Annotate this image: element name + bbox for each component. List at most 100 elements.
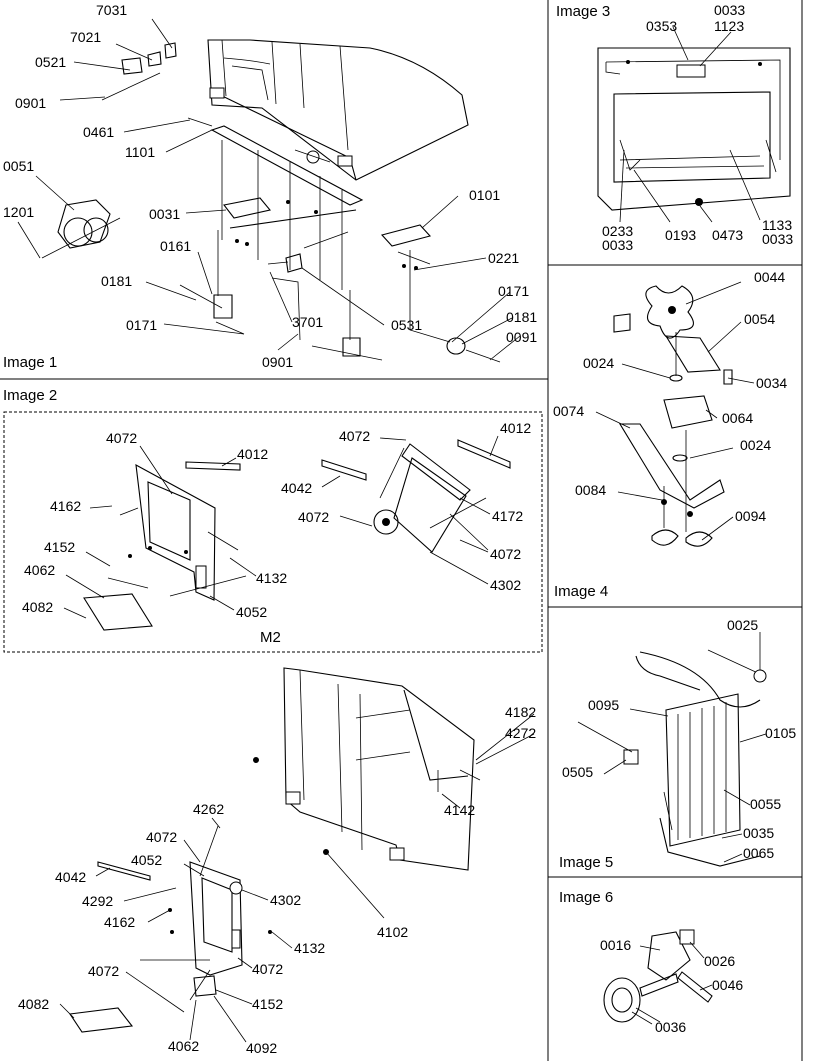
- callout-0193: 0193: [665, 227, 696, 243]
- callout-4262: 4262: [193, 801, 224, 817]
- callout-4062-m2: 4062: [24, 562, 55, 578]
- callout-0094: 0094: [735, 508, 766, 524]
- callout-0181: 0181: [101, 273, 132, 289]
- image-6-drawing: [603, 929, 713, 1023]
- callout-4302-lower: 4302: [270, 892, 301, 908]
- callout-4272: 4272: [505, 725, 536, 741]
- callout-0901-bottom: 0901: [262, 354, 293, 370]
- callout-1123: 1123: [714, 18, 744, 34]
- panel-title-image-2: Image 2: [3, 387, 57, 404]
- callout-leaders: [17, 18, 767, 1043]
- callout-4072-f: 4072: [252, 961, 283, 977]
- callout-0095: 0095: [588, 697, 619, 713]
- callout-1101: 1101: [125, 144, 155, 160]
- callout-0473: 0473: [712, 227, 743, 243]
- callout-4152-m2: 4152: [44, 539, 75, 555]
- callout-0171: 0171: [126, 317, 157, 333]
- callout-4172: 4172: [492, 508, 523, 524]
- callout-0025: 0025: [727, 617, 758, 633]
- panel-title-image-6: Image 6: [559, 889, 613, 906]
- callout-4162-lower: 4162: [104, 914, 135, 930]
- panel-title-image-1: Image 1: [3, 354, 57, 371]
- callout-0221: 0221: [488, 250, 519, 266]
- callout-0033-top: 0033: [714, 2, 745, 18]
- callout-3701: 3701: [292, 314, 323, 330]
- callout-4052-lower: 4052: [131, 852, 162, 868]
- callout-0044: 0044: [754, 269, 785, 285]
- callout-0054: 0054: [744, 311, 775, 327]
- callout-labels: 7031 7021 0521 0901 0461 1101 0051 1201 …: [3, 2, 796, 1056]
- callout-4052-m2: 4052: [236, 604, 267, 620]
- callout-0521: 0521: [35, 54, 66, 70]
- callout-0034: 0034: [756, 375, 787, 391]
- callout-0161: 0161: [160, 238, 191, 254]
- callout-4182: 4182: [505, 704, 536, 720]
- image-1-drawing: [41, 39, 501, 363]
- callout-4072-b: 4072: [339, 428, 370, 444]
- callout-0035: 0035: [743, 825, 774, 841]
- image-2-drawing: [83, 439, 511, 631]
- callout-1201: 1201: [3, 204, 34, 220]
- callout-4072-c: 4072: [298, 509, 329, 525]
- callout-0091: 0091: [506, 329, 537, 345]
- image-4-drawing: [613, 285, 733, 547]
- callout-0065: 0065: [743, 845, 774, 861]
- callout-4162-m2: 4162: [50, 498, 81, 514]
- callout-0036: 0036: [655, 1019, 686, 1035]
- callout-0055: 0055: [750, 796, 781, 812]
- callout-4152-lower: 4152: [252, 996, 283, 1012]
- callout-4142: 4142: [444, 802, 475, 818]
- callout-4042-lower: 4042: [55, 869, 86, 885]
- callout-0033-right: 0033: [762, 231, 793, 247]
- callout-0181-right: 0181: [506, 309, 537, 325]
- callout-0901: 0901: [15, 95, 46, 111]
- callout-0033-left: 0033: [602, 237, 633, 253]
- callout-0031: 0031: [149, 206, 180, 222]
- callout-0101: 0101: [469, 187, 500, 203]
- image-3-drawing-right: [597, 47, 791, 211]
- callout-0064: 0064: [722, 410, 753, 426]
- callout-0105: 0105: [765, 725, 796, 741]
- callout-0026: 0026: [704, 953, 735, 969]
- callout-4132-lower: 4132: [294, 940, 325, 956]
- callout-0016: 0016: [600, 937, 631, 953]
- callout-4072-d: 4072: [490, 546, 521, 562]
- callout-0074: 0074: [553, 403, 584, 419]
- image-5-drawing: [577, 649, 767, 867]
- callout-0531: 0531: [391, 317, 422, 333]
- callout-7021: 7021: [70, 29, 101, 45]
- callout-4012-a: 4012: [237, 446, 268, 462]
- callout-4042-m2: 4042: [281, 480, 312, 496]
- panel-title-image-4: Image 4: [554, 583, 608, 600]
- group-label-m2: M2: [260, 629, 281, 646]
- callout-4012-b: 4012: [500, 420, 531, 436]
- callout-7031: 7031: [96, 2, 127, 18]
- panel-title-image-5: Image 5: [559, 854, 613, 871]
- callout-4102: 4102: [377, 924, 408, 940]
- callout-4062-lower: 4062: [168, 1038, 199, 1054]
- callout-4132-m2: 4132: [256, 570, 287, 586]
- callout-4072-g: 4072: [88, 963, 119, 979]
- panel-title-image-3: Image 3: [556, 3, 610, 20]
- callout-4072-a: 4072: [106, 430, 137, 446]
- callout-4072-e: 4072: [146, 829, 177, 845]
- callout-0051: 0051: [3, 158, 34, 174]
- callout-4082-m2: 4082: [22, 599, 53, 615]
- callout-0024-lower: 0024: [740, 437, 771, 453]
- callout-0461: 0461: [83, 124, 114, 140]
- callout-4302-m2: 4302: [490, 577, 521, 593]
- callout-0046: 0046: [712, 977, 743, 993]
- callout-1133: 1133: [762, 217, 792, 233]
- callout-4082-lower: 4082: [18, 996, 49, 1012]
- callout-0233: 0233: [602, 223, 633, 239]
- callout-4292: 4292: [82, 893, 113, 909]
- callout-0505: 0505: [562, 764, 593, 780]
- callout-4092: 4092: [246, 1040, 277, 1056]
- callout-0171-right: 0171: [498, 283, 529, 299]
- image-3-drawing-left: [69, 667, 481, 1033]
- callout-0084: 0084: [575, 482, 606, 498]
- callout-0024-upper: 0024: [583, 355, 614, 371]
- callout-0353: 0353: [646, 18, 677, 34]
